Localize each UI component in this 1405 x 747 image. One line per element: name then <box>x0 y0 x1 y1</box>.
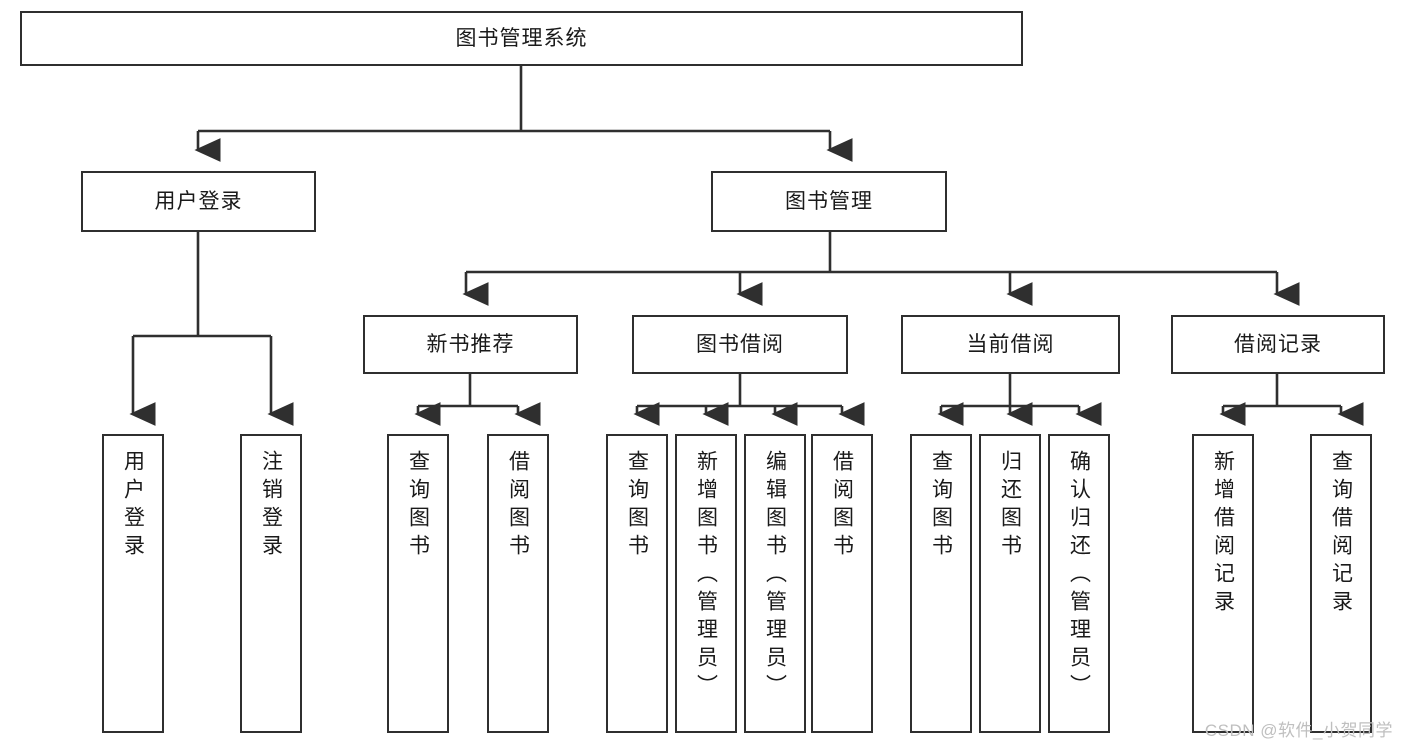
leaf-borrow-book[interactable]: 借阅图书 <box>811 434 873 733</box>
node-label: 图书管理 <box>785 189 873 213</box>
leaf-user-login[interactable]: 用户登录 <box>102 434 164 733</box>
node-current-borrow[interactable]: 当前借阅 <box>901 315 1120 374</box>
node-label: 当前借阅 <box>966 332 1055 356</box>
node-book-borrow[interactable]: 图书借阅 <box>632 315 848 374</box>
node-label: 借阅图书 <box>830 450 854 562</box>
leaf-borrow-book-recommend[interactable]: 借阅图书 <box>487 434 549 733</box>
node-label: 用户登录 <box>154 189 243 213</box>
csdn-watermark: CSDN @软件_小贺同学 <box>1204 721 1393 740</box>
node-label: 新增图书（管理员） <box>694 450 718 702</box>
node-label: 归还图书 <box>998 450 1022 562</box>
node-label: 图书管理系统 <box>455 26 588 50</box>
node-label: 注销登录 <box>259 450 283 562</box>
node-borrow-record[interactable]: 借阅记录 <box>1171 315 1385 374</box>
node-user-login[interactable]: 用户登录 <box>81 171 316 232</box>
leaf-query-book-recommend[interactable]: 查询图书 <box>387 434 449 733</box>
leaf-query-book-borrow[interactable]: 查询图书 <box>606 434 668 733</box>
node-label: 借阅图书 <box>506 450 530 562</box>
node-label: 查询借阅记录 <box>1329 450 1353 618</box>
node-label: 新增借阅记录 <box>1211 450 1235 618</box>
leaf-edit-book-admin[interactable]: 编辑图书（管理员） <box>744 434 806 733</box>
leaf-confirm-return-admin[interactable]: 确认归还（管理员） <box>1048 434 1110 733</box>
node-label: 编辑图书（管理员） <box>763 450 787 702</box>
node-root-system[interactable]: 图书管理系统 <box>20 11 1023 66</box>
node-book-management[interactable]: 图书管理 <box>711 171 947 232</box>
leaf-add-book-admin[interactable]: 新增图书（管理员） <box>675 434 737 733</box>
node-label: 新书推荐 <box>426 332 515 356</box>
leaf-query-borrow-record[interactable]: 查询借阅记录 <box>1310 434 1372 733</box>
node-label: 确认归还（管理员） <box>1067 450 1091 702</box>
node-label: 查询图书 <box>406 450 430 562</box>
node-label: 借阅记录 <box>1234 332 1322 356</box>
node-label: 查询图书 <box>929 450 953 562</box>
leaf-query-book-current[interactable]: 查询图书 <box>910 434 972 733</box>
leaf-add-borrow-record[interactable]: 新增借阅记录 <box>1192 434 1254 733</box>
node-label: 查询图书 <box>625 450 649 562</box>
leaf-return-book[interactable]: 归还图书 <box>979 434 1041 733</box>
leaf-logout[interactable]: 注销登录 <box>240 434 302 733</box>
node-label: 图书借阅 <box>696 332 784 356</box>
node-new-book-recommend[interactable]: 新书推荐 <box>363 315 578 374</box>
node-label: 用户登录 <box>121 450 145 562</box>
